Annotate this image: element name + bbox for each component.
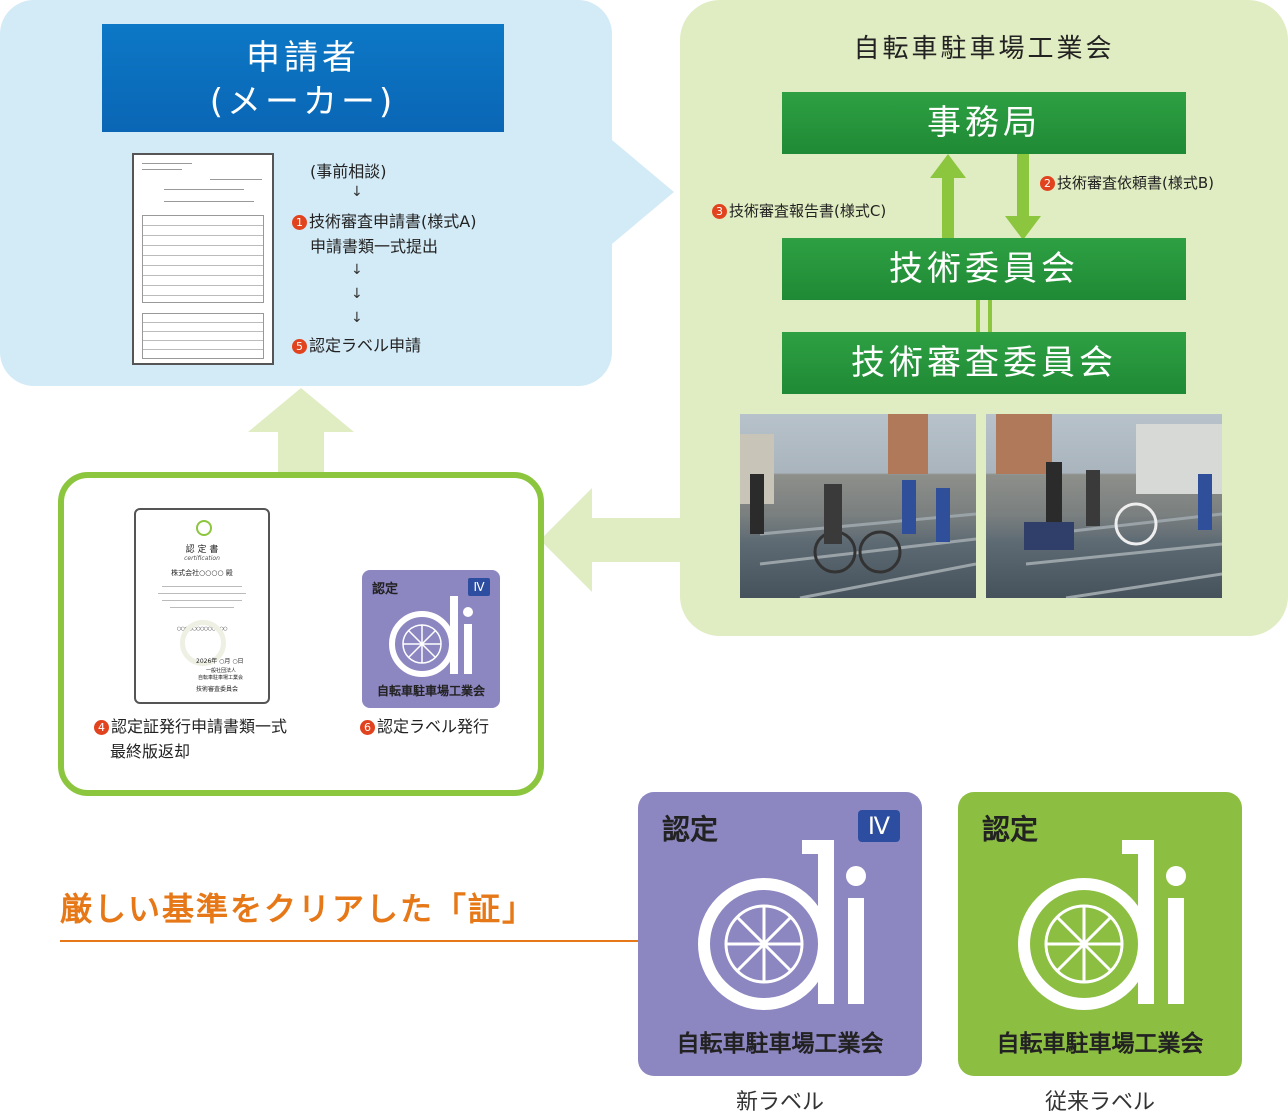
old-label-caption: 従来ラベル (1044, 1090, 1155, 1115)
applicant-title: 申請者 (246, 38, 360, 78)
step-4-sub: 最終版返却 (110, 742, 191, 761)
mini-label-nintei: 認定 (372, 582, 399, 597)
certificate-issuer-1: 一般社団法人 (206, 668, 237, 674)
tagline: 厳しい基準をクリアした「証」 (60, 890, 537, 928)
step-1-sub: 申請書類一式提出 (310, 237, 439, 256)
review-committee-box: 技術審査委員会 (782, 332, 1186, 394)
certificate-issuer-3: 技術審査委員会 (196, 686, 239, 693)
association-title: 自転車駐車場工業会 (853, 34, 1115, 64)
step-3-label: 技術審査報告書(様式C) (729, 202, 887, 220)
new-label-bicycle-logo-icon (698, 840, 866, 1010)
tech-committee-box: 技術委員会 (782, 238, 1186, 300)
tagline-underline (60, 940, 638, 942)
new-label-org: 自転車駐車場工業会 (676, 1031, 884, 1057)
certificate-date: 2026年 ○月 ○日 (196, 658, 244, 665)
flow-arrow-4: ↓ (351, 310, 363, 326)
inspection-photo-2 (986, 414, 1222, 598)
step-1-number: 1 (292, 215, 307, 230)
committee-connector-left (976, 300, 980, 332)
flow-arrow-2: ↓ (351, 262, 363, 278)
up-flow-arrow (248, 388, 354, 474)
mini-certification-label: 認定 Ⅳ 自転車駐車場工業会 (362, 570, 500, 708)
applicant-box: 申請者 (メーカー) (102, 24, 504, 132)
step-pre-consultation: (事前相談) (310, 162, 387, 181)
flow-arrow-3: ↓ (351, 286, 363, 302)
old-label-org: 自転車駐車場工業会 (996, 1031, 1204, 1057)
new-label-grade-badge: Ⅳ (858, 810, 900, 842)
certificate-issuer-2: 自転車駐車場工業会 (198, 675, 244, 681)
report-up-arrow (930, 154, 966, 240)
step-5-number: 5 (292, 339, 307, 354)
certificate-title: 認 定 書 (185, 545, 219, 555)
step-4-number: 4 (94, 720, 109, 735)
step-6-label: 認定ラベル発行 (377, 717, 490, 736)
mini-label-grade-badge: Ⅳ (468, 578, 490, 596)
certificate-subtitle: certification (184, 555, 220, 562)
new-label-caption: 新ラベル (735, 1090, 824, 1115)
step-2-number: 2 (1040, 176, 1055, 191)
step-5-label: 認定ラベル申請 (309, 336, 422, 355)
certificate-image: 認 定 書 certification 株式会社○○○○ 殿 ○○○○○○○○○… (134, 508, 270, 704)
applicant-bubble-tail (600, 130, 674, 254)
request-down-arrow (1005, 154, 1041, 240)
certificate-logo-icon (196, 520, 212, 536)
committee-connector-right (988, 300, 992, 332)
mini-label-bicycle-logo-icon (389, 596, 473, 677)
applicant-subtitle: (メーカー) (209, 82, 397, 122)
old-label-nintei: 認定 (982, 813, 1039, 846)
step-1-label: 技術審査申請書(様式A) (309, 212, 477, 231)
certificate-watermark-icon (180, 620, 226, 666)
new-label: 認定 Ⅳ 自転車駐車場工業会 (638, 792, 922, 1076)
step-6-number: 6 (360, 720, 375, 735)
office-box: 事務局 (782, 92, 1186, 154)
old-label-bicycle-logo-icon (1018, 840, 1186, 1010)
certificate-company: 株式会社○○○○ 殿 (171, 569, 233, 577)
mini-label-org: 自転車駐車場工業会 (376, 684, 485, 698)
old-label: 認定 自転車駐車場工業会 (958, 792, 1242, 1076)
application-form-image (132, 153, 274, 365)
flow-arrow-1: ↓ (351, 184, 363, 200)
step-3-number: 3 (712, 204, 727, 219)
left-flow-arrow (540, 488, 690, 592)
new-label-nintei: 認定 (662, 813, 719, 846)
inspection-photo-1 (740, 414, 976, 598)
step-2-label: 技術審査依頼書(様式B) (1057, 174, 1214, 192)
step-4-label: 認定証発行申請書類一式 (111, 717, 288, 736)
